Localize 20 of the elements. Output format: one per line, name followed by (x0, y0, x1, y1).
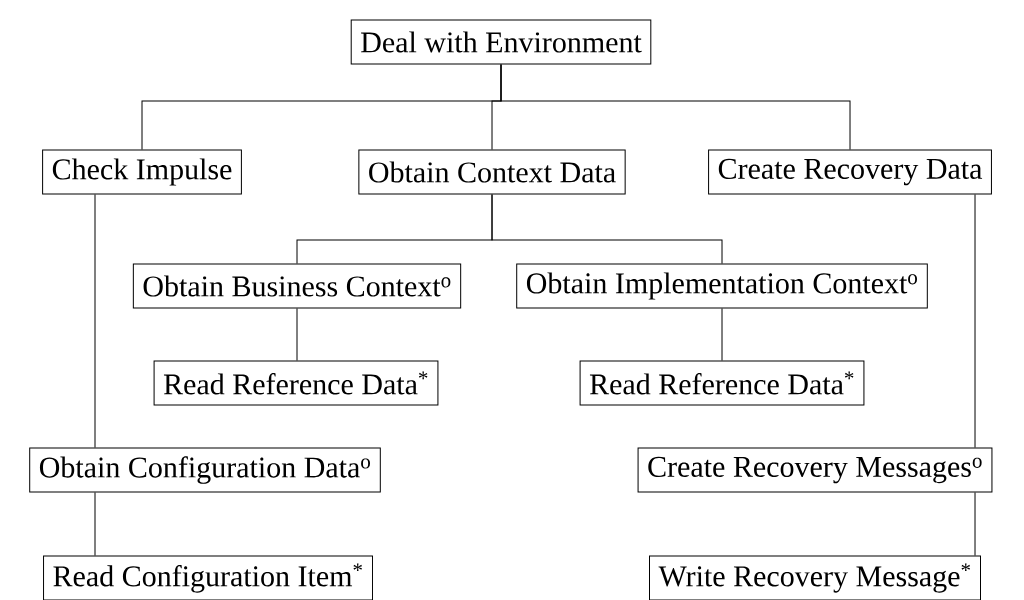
process-box: Obtain Context Data (358, 149, 626, 195)
process-box: Read Configuration Item$^{*}$ (43, 555, 373, 600)
process-box: Obtain Implementation Context$^{o}$ (516, 263, 928, 309)
process-box: Obtain Business Context$^{o}$ (132, 263, 462, 309)
process-box: Write Recovery Message$^{*}$ (649, 555, 981, 600)
connector-line (974, 492, 976, 556)
connector-line (491, 194, 723, 264)
process-box: Deal with Environment (350, 19, 652, 65)
process-box: Obtain Configuration Data$^{o}$ (29, 447, 381, 493)
process-box: Create Recovery Messages$^{o}$ (637, 447, 993, 493)
process-box: Read Reference Data$^{*}$ (153, 360, 439, 406)
connector-line (721, 308, 723, 361)
connector-line (500, 64, 851, 150)
process-box: Read Reference Data$^{*}$ (579, 360, 865, 406)
connector-line (94, 492, 96, 556)
process-box: Check Impulse (42, 149, 242, 195)
process-box: Create Recovery Data (708, 149, 992, 195)
connector-line (974, 194, 976, 448)
connector-line (94, 194, 96, 448)
connector-line (296, 308, 298, 361)
